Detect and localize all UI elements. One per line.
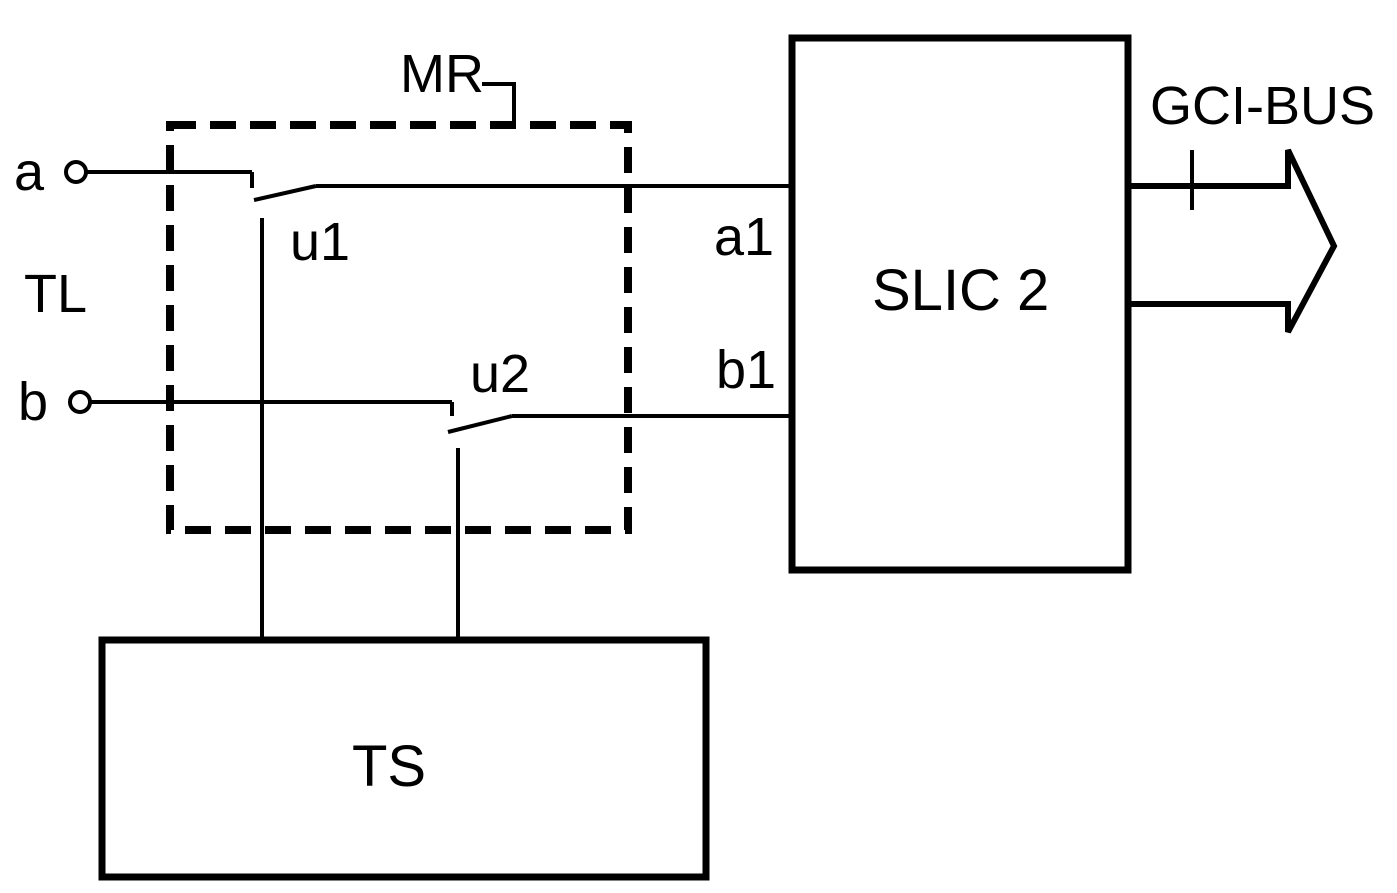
label-u1: u1 — [290, 212, 350, 272]
switch-u1-blade — [254, 186, 316, 200]
label-u2: u2 — [470, 344, 530, 404]
label-TL: TL — [24, 264, 87, 324]
label-slic: SLIC 2 — [872, 258, 1049, 323]
bus-arrow — [1128, 150, 1334, 332]
label-MR: MR — [400, 44, 484, 104]
leader-MR — [482, 84, 514, 125]
label-b1: b1 — [716, 340, 776, 400]
terminal-a — [66, 162, 86, 182]
label-ts: TS — [352, 734, 426, 799]
label-bus: GCI-BUS — [1150, 76, 1375, 136]
switch-u2-blade — [448, 416, 512, 432]
terminal-b — [70, 392, 90, 412]
label-b: b — [18, 372, 48, 432]
label-a: a — [14, 142, 45, 202]
label-a1: a1 — [714, 207, 774, 267]
